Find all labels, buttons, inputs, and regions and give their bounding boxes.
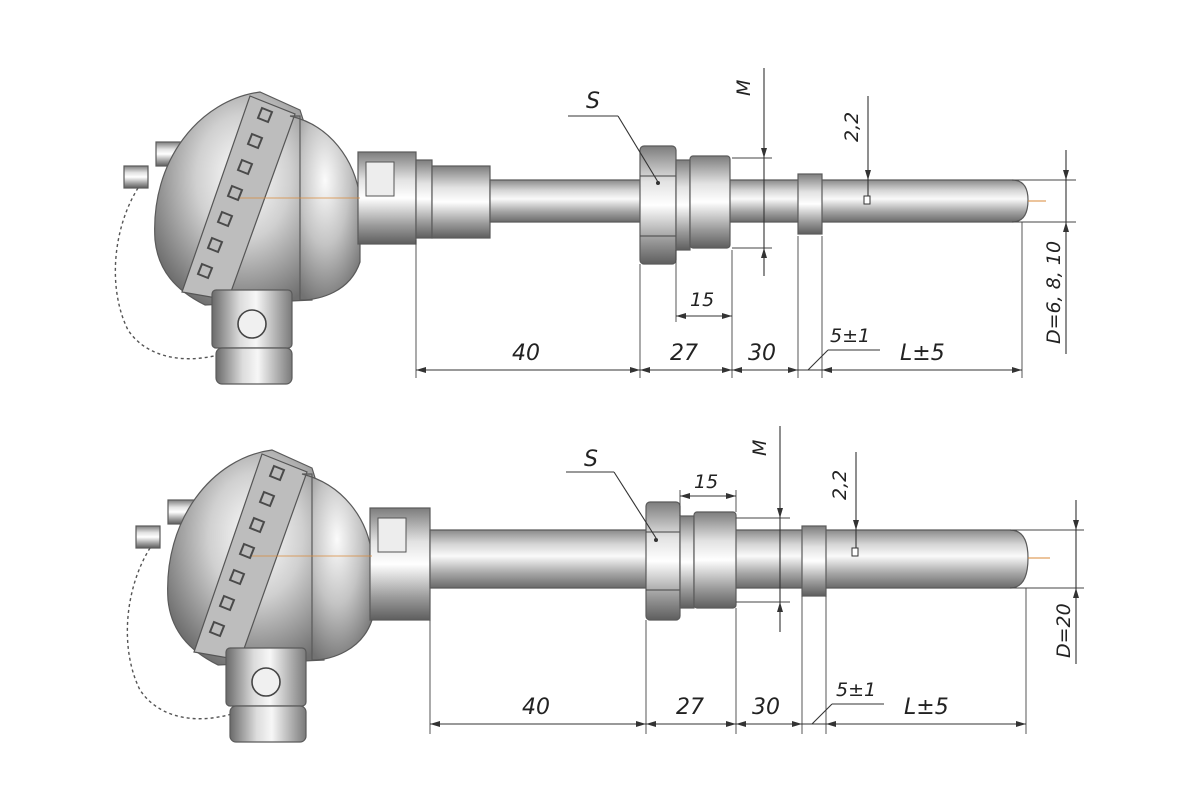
label-diameter: D=20 xyxy=(1053,603,1075,658)
collar xyxy=(797,173,823,235)
dimensions-top xyxy=(415,68,1076,378)
label-hole-offset: 2,2 xyxy=(841,112,863,142)
view-bottom: S M 2,2 D=20 40 27 15 30 5±1 L±5 xyxy=(126,426,1084,743)
terminal-tab xyxy=(135,525,161,549)
label-dim-40: 40 xyxy=(512,341,540,366)
label-diameter: D=6, 8, 10 xyxy=(1043,241,1065,344)
terminal-tab xyxy=(123,165,149,189)
label-dim-27: 27 xyxy=(676,695,704,720)
ring-pattern xyxy=(196,106,274,280)
label-dim-l: L±5 xyxy=(904,695,949,720)
union-nut xyxy=(431,165,491,239)
hex-nut xyxy=(645,501,681,621)
label-dim-15: 15 xyxy=(690,289,714,311)
label-m: M xyxy=(749,440,771,456)
fitting-thread xyxy=(689,155,731,249)
label-s: S xyxy=(584,447,598,472)
label-s: S xyxy=(586,89,600,114)
chain xyxy=(126,547,239,720)
collar xyxy=(801,525,827,597)
head-body xyxy=(301,473,373,661)
label-dim-27: 27 xyxy=(670,341,698,366)
fitting-body xyxy=(679,515,695,609)
gland-nut xyxy=(215,347,293,385)
label-dim-30: 30 xyxy=(748,341,776,366)
sheath-tube xyxy=(489,179,1029,223)
neck-window xyxy=(377,517,407,553)
dimensions-bottom xyxy=(429,426,1084,734)
label-m: M xyxy=(733,80,755,96)
fitting-thread xyxy=(693,511,737,609)
label-dim-40: 40 xyxy=(522,695,550,720)
label-dim-5: 5±1 xyxy=(830,325,870,347)
chain xyxy=(114,187,229,360)
label-dim-15: 15 xyxy=(694,471,718,493)
gland-screw xyxy=(251,667,281,697)
label-dim-30: 30 xyxy=(752,695,780,720)
gland-screw xyxy=(237,309,267,339)
gland-nut xyxy=(229,705,307,743)
label-dim-5: 5±1 xyxy=(836,679,876,701)
hex-nut xyxy=(639,145,677,265)
ring-pattern xyxy=(208,464,286,638)
neck-window xyxy=(365,161,395,197)
fitting-body xyxy=(675,159,691,251)
union-ring xyxy=(415,159,433,239)
arrowheads xyxy=(416,148,1079,727)
label-hole-offset: 2,2 xyxy=(829,470,851,500)
head-body xyxy=(289,115,361,301)
label-dim-l: L±5 xyxy=(900,341,945,366)
view-top: S M 2,2 D=6, 8, 10 40 27 15 30 5±1 L±5 xyxy=(114,68,1076,385)
